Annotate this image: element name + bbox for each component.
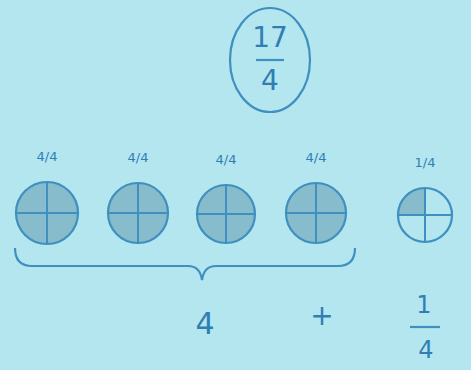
fraction-circle: 174: [228, 6, 312, 114]
circle-outline: [195, 183, 257, 245]
circle-outline: [228, 6, 312, 114]
circle-line: [197, 185, 255, 243]
circle-outline: [284, 181, 348, 245]
denominator: 4: [418, 337, 433, 363]
numerator: 17: [252, 23, 288, 54]
quarter-circle: 4/4: [106, 151, 170, 245]
circle-line: [108, 183, 168, 243]
divider-line: [315, 183, 317, 243]
quarter-circle: 4/4: [195, 153, 257, 245]
circle-outline: [14, 180, 80, 246]
circle-line: [16, 182, 78, 244]
shaded-quarters: [16, 182, 78, 244]
fraction-bar: [256, 59, 284, 61]
divider-line: [137, 183, 139, 243]
circle-outline: [106, 181, 170, 245]
shaded-quarters: [197, 185, 255, 243]
divider-line: [46, 182, 48, 244]
shaded-quarters: [108, 183, 168, 243]
part-label: 4/4: [284, 151, 348, 165]
whole-count: 4: [195, 307, 214, 340]
circle-line: [398, 188, 452, 242]
circle-line: [230, 8, 310, 112]
plus-sign: +: [310, 301, 333, 332]
denominator: 4: [261, 66, 279, 97]
part-label: 1/4: [396, 156, 454, 170]
shaded-quarters: [286, 183, 346, 243]
fraction-bar: [410, 326, 440, 328]
quarter-circle: 1/4: [396, 156, 454, 244]
quarter-circle: 4/4: [284, 151, 348, 245]
circle-line: [286, 183, 346, 243]
circle-outline: [396, 186, 454, 244]
numerator: 1: [416, 292, 431, 318]
part-label: 4/4: [195, 153, 257, 167]
divider-line: [225, 185, 227, 243]
quarter-circle: 4/4: [14, 150, 80, 246]
curly-bracket: [15, 248, 355, 280]
part-label: 4/4: [14, 150, 80, 164]
part-label: 4/4: [106, 151, 170, 165]
divider-line: [424, 188, 426, 242]
